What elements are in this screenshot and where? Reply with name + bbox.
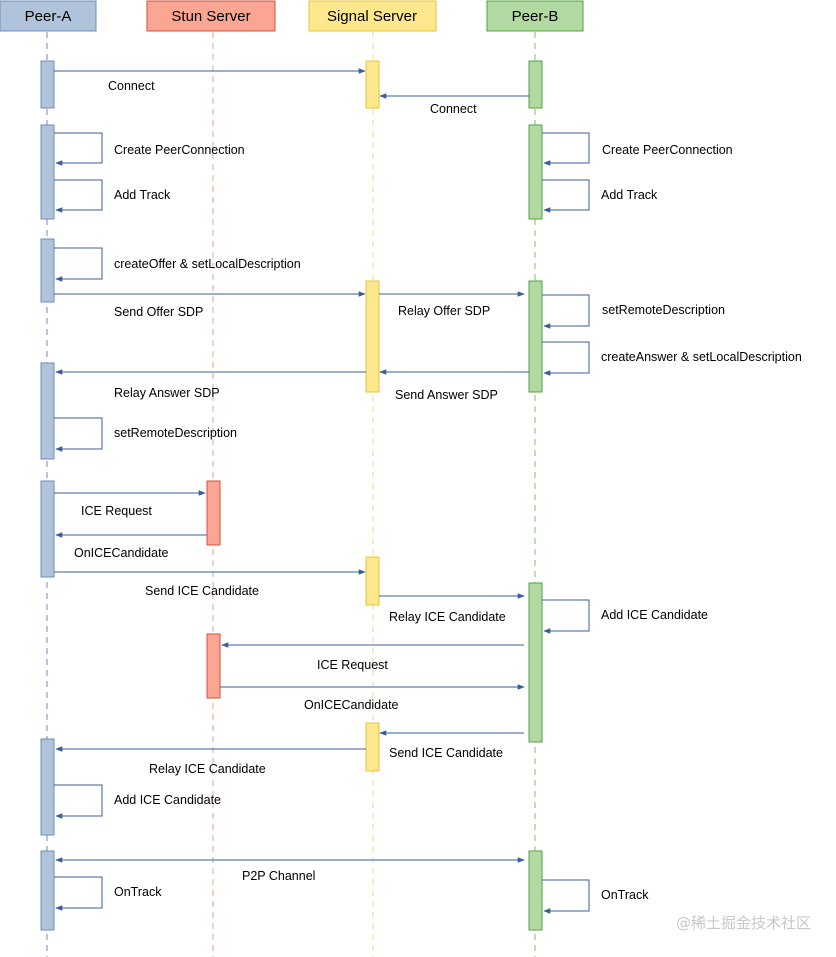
label-add-track-b: Add Track <box>601 188 658 202</box>
header-stun: Stun Server <box>171 8 250 25</box>
arrow-create-answer <box>542 341 590 376</box>
header-peer-b: Peer-B <box>512 8 559 25</box>
activation-peer-a <box>40 480 55 578</box>
activation-signal <box>365 556 380 606</box>
label-add-ice-b: Add ICE Candidate <box>601 608 708 622</box>
label-send-ice-a: Send ICE Candidate <box>145 584 259 598</box>
activation-peer-a <box>40 124 55 220</box>
activation-peer-a <box>40 738 55 836</box>
label-p2p: P2P Channel <box>242 869 315 883</box>
label-add-ice-a: Add ICE Candidate <box>114 793 221 807</box>
label-relay-ice-a: Relay ICE Candidate <box>149 762 266 776</box>
watermark: @稀土掘金技术社区 <box>676 914 811 932</box>
label-create-offer: createOffer & setLocalDescription <box>114 257 301 271</box>
label-connect-a: Connect <box>108 79 155 93</box>
activation-peer-a <box>40 850 55 931</box>
message-arrows <box>54 68 590 914</box>
participant-headers: Peer-A Stun Server Signal Server Peer-B <box>0 0 584 32</box>
label-create-answer: createAnswer & setLocalDescription <box>601 350 802 364</box>
activation-peer-b <box>528 124 543 220</box>
label-onice-a: OnICECandidate <box>74 546 169 560</box>
label-create-pc-b: Create PeerConnection <box>602 143 733 157</box>
label-send-ice-b: Send ICE Candidate <box>389 746 503 760</box>
activation-peer-b <box>528 280 543 393</box>
label-send-answer: Send Answer SDP <box>395 388 498 402</box>
arrow-ontrack-a <box>54 876 103 911</box>
arrow-add-track-b <box>542 179 590 213</box>
label-set-remote-b: setRemoteDescription <box>602 303 725 317</box>
activation-peer-a <box>40 238 55 303</box>
header-stun-box <box>146 0 276 32</box>
activation-stun <box>206 480 221 546</box>
activation-peer-a <box>40 60 55 109</box>
activation-peer-b <box>528 60 543 109</box>
arrow-add-track-a <box>54 179 103 213</box>
activation-peer-b <box>528 582 543 743</box>
arrow-add-ice-b <box>542 599 590 634</box>
activation-peer-a <box>40 362 55 460</box>
arrow-ontrack-b <box>542 879 590 914</box>
label-relay-ice-b: Relay ICE Candidate <box>389 610 506 624</box>
activation-signal <box>365 722 380 772</box>
header-peer-a: Peer-A <box>25 8 72 25</box>
message-labels: Connect Connect Create PeerConnection Ad… <box>74 79 802 902</box>
arrow-add-ice-a <box>54 784 103 819</box>
label-send-offer: Send Offer SDP <box>114 305 203 319</box>
activation-peer-b <box>528 850 543 931</box>
label-ice-request-b: ICE Request <box>317 658 388 672</box>
activation-signal <box>365 60 380 109</box>
label-create-pc-a: Create PeerConnection <box>114 143 245 157</box>
label-relay-answer: Relay Answer SDP <box>114 386 220 400</box>
arrow-set-remote-a <box>54 417 103 452</box>
label-add-track-a: Add Track <box>114 188 171 202</box>
header-signal-box <box>308 0 437 32</box>
header-peer-b-box <box>486 0 584 32</box>
activations <box>40 60 543 931</box>
activation-signal <box>365 280 380 393</box>
lifelines <box>46 32 536 957</box>
label-connect-b: Connect <box>430 102 477 116</box>
activation-stun <box>206 633 221 699</box>
label-ontrack-b: OnTrack <box>601 888 649 902</box>
arrow-set-remote-b <box>542 294 590 329</box>
header-signal: Signal Server <box>327 8 417 25</box>
label-ontrack-a: OnTrack <box>114 885 162 899</box>
label-set-remote-a: setRemoteDescription <box>114 426 237 440</box>
header-peer-a-box <box>0 0 97 32</box>
arrow-create-offer <box>54 247 103 282</box>
label-onice-b: OnICECandidate <box>304 698 399 712</box>
arrow-create-pc-a <box>54 132 103 166</box>
label-ice-request-a: ICE Request <box>81 504 152 518</box>
label-relay-offer: Relay Offer SDP <box>398 304 490 318</box>
arrow-create-pc-b <box>542 132 590 166</box>
